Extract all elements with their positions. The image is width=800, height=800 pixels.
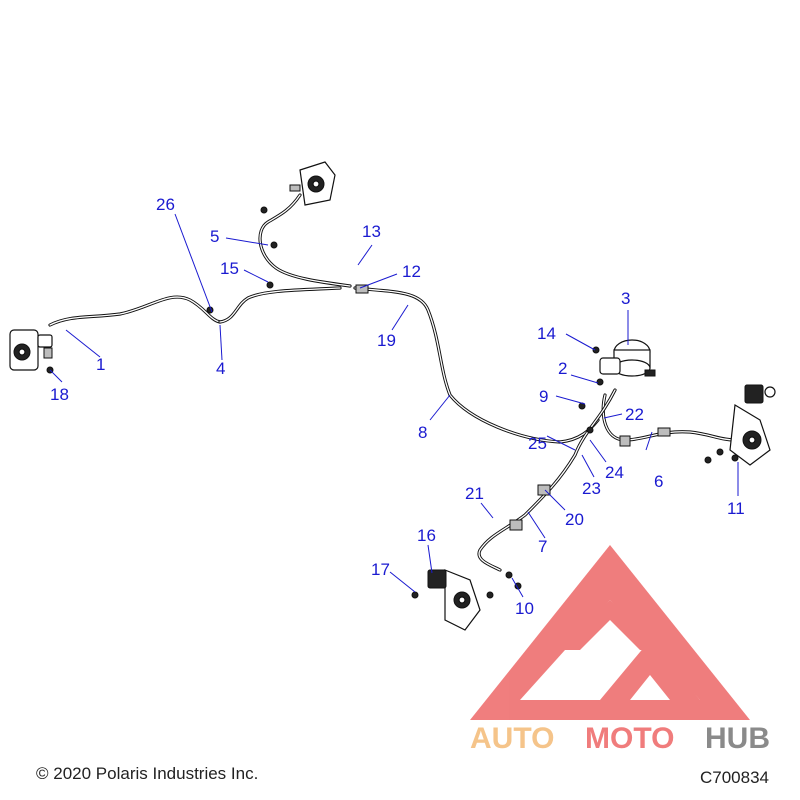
- components: [9, 161, 776, 631]
- callout-20: 20: [565, 510, 584, 529]
- watermark-auto: AUTO: [470, 722, 554, 755]
- callout-3: 3: [621, 289, 630, 308]
- left-front-caliper: [9, 329, 53, 371]
- logo-m-stroke: [560, 600, 660, 650]
- hose-5: [258, 193, 352, 288]
- callout-11: 11: [727, 499, 745, 518]
- brake-hoses: [48, 193, 737, 572]
- lower-caliper: [427, 569, 481, 631]
- callout-10: 10: [515, 599, 534, 618]
- callout-5: 5: [210, 227, 219, 246]
- callout-8: 8: [418, 423, 427, 442]
- callout-21: 21: [465, 484, 484, 503]
- copyright-text: © 2020 Polaris Industries Inc.: [36, 764, 258, 783]
- callout-24: 24: [605, 463, 624, 482]
- callout-14: 14: [537, 324, 556, 343]
- callout-17: 17: [371, 560, 390, 579]
- callout-1: 1: [96, 355, 105, 374]
- watermark-moto: MOTO: [585, 722, 674, 755]
- figure-code: C700834: [700, 768, 769, 787]
- callout-9: 9: [539, 387, 548, 406]
- callout-23: 23: [582, 479, 601, 498]
- callout-26: 26: [156, 195, 175, 214]
- watermark-logo: [470, 545, 750, 720]
- callout-12: 12: [402, 262, 421, 281]
- watermark-text: AUTO MOTO HUB: [470, 722, 770, 755]
- hose-left-front: [48, 295, 222, 327]
- callout-13: 13: [362, 222, 381, 241]
- callout-19: 19: [377, 331, 396, 350]
- right-rear-caliper: [729, 384, 776, 466]
- callout-2: 2: [558, 359, 567, 378]
- master-cylinder: [599, 339, 656, 377]
- callout-18: 18: [50, 385, 69, 404]
- fittings: [46, 206, 739, 599]
- leader-lines: [49, 213, 739, 598]
- logo-a-stroke: [600, 640, 700, 700]
- top-caliper: [289, 161, 336, 206]
- callout-15: 15: [220, 259, 239, 278]
- callout-25: 25: [528, 434, 547, 453]
- watermark-hub: HUB: [705, 722, 770, 755]
- callout-7: 7: [538, 537, 547, 556]
- callout-6: 6: [654, 472, 663, 491]
- callout-22: 22: [625, 405, 644, 424]
- hose-4: [218, 286, 342, 324]
- callout-4: 4: [216, 359, 225, 378]
- callout-labels: 1 2 3 4 5 6 7 8 9 10 11 12 13 14 15 16 1…: [50, 195, 745, 618]
- callout-16: 16: [417, 526, 436, 545]
